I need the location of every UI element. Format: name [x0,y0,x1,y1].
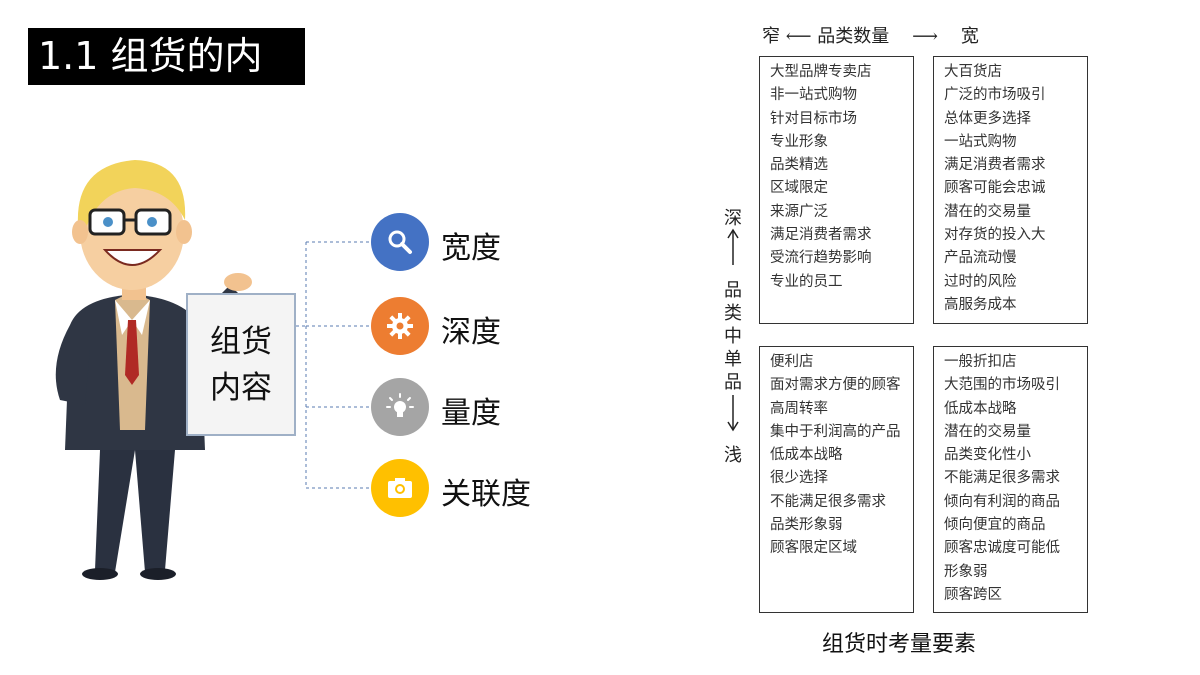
card-line-2: 内容 [210,369,272,406]
quadrant-item: 专业的员工 [770,273,843,290]
axis-item-char-0: 品 [724,280,742,301]
quadrant-item: 不能满足很多需求 [770,493,886,510]
depth-node-label: 深度 [441,315,501,350]
quadrant-item: 面对需求方便的顾客 [770,377,901,394]
quadrant-item: 一般折扣店 [944,354,1017,370]
axis-category-count-label: 品类数量 [817,26,890,47]
width-node-label: 宽度 [441,231,501,266]
quadrant-bottom-right: 一般折扣店大范围的市场吸引低成本战略潜在的交易量品类变化性小不能满足很多需求倾向… [933,346,1088,613]
quadrant-item: 不能满足很多需求 [944,470,1060,487]
page-title: 1.1 组货的内 [28,28,305,85]
quadrant-item: 对存货的投入大 [944,227,1046,244]
quadrant-item: 满足消费者需求 [944,157,1046,174]
quadrant-top-left: 大型品牌专卖店非一站式购物针对目标市场专业形象品类精选区域限定来源广泛满足消费者… [759,56,914,324]
quadrant-item: 品类精选 [770,157,828,174]
content-card: 组货 内容 [186,293,296,436]
quadrant-item: 非一站式购物 [770,87,857,104]
quadrant-item: 高周转率 [770,400,828,417]
quadrant-item: 潜在的交易量 [944,423,1031,440]
left-arrow-icon: ⟵ [785,26,812,47]
quadrant-item: 顾客限定区域 [770,540,857,557]
quadrant-top-right: 大百货店广泛的市场吸引总体更多选择一站式购物满足消费者需求顾客可能会忠诚潜在的交… [933,56,1088,324]
axis-item-char-1: 类 [724,303,742,324]
axis-deep-label: 深 [724,208,742,229]
quadrant-item: 高服务成本 [944,296,1017,313]
quadrant-item: 顾客跨区 [944,586,1002,603]
width-axis: 窄 ⟵ 品类数量 ⟶ 宽 [762,22,979,48]
axis-shallow-label: 浅 [724,445,742,466]
quadrant-item: 区域限定 [770,180,828,197]
quadrant-item: 针对目标市场 [770,110,857,127]
quadrant-item: 倾向有利润的商品 [944,493,1060,510]
quadrant-item: 品类变化性小 [944,447,1031,464]
quadrant-item: 大百货店 [944,64,1002,80]
quadrant-item: 满足消费者需求 [770,227,872,244]
quadrant-item: 总体更多选择 [944,110,1031,127]
quadrant-item: 潜在的交易量 [944,203,1031,220]
search-icon [388,230,412,254]
quadrant-item: 广泛的市场吸引 [944,87,1046,104]
axis-item-char-4: 品 [724,372,742,393]
quadrant-item: 大范围的市场吸引 [944,377,1060,394]
camera-icon [388,478,412,498]
quadrant-item: 低成本战略 [770,447,843,464]
quadrant-item: 过时的风险 [944,273,1017,290]
card-line-1: 组货 [210,323,272,360]
axis-item-char-3: 单 [724,349,742,370]
quadrant-item: 很少选择 [770,470,828,487]
quadrant-item: 形象弱 [944,563,988,580]
axis-item-char-2: 中 [724,326,742,347]
measure-node-circle [371,378,429,436]
depth-node-circle [371,297,429,355]
quadrant-item: 倾向便宜的商品 [944,517,1046,534]
gear-icon [387,313,413,339]
axis-narrow-label: 窄 [762,26,780,47]
quadrant-item: 一站式购物 [944,133,1017,150]
quadrant-bottom-left: 便利店面对需求方便的顾客高周转率集中于利润高的产品低成本战略很少选择不能满足很多… [759,346,914,613]
quadrant-item: 低成本战略 [944,400,1017,417]
width-node-circle [371,213,429,271]
right-arrow-icon: ⟶ [895,26,956,47]
measure-node-label: 量度 [441,396,501,431]
quadrant-item: 产品流动慢 [944,250,1017,267]
lightbulb-icon [386,393,414,417]
quadrant-item: 顾客忠诚度可能低 [944,540,1060,557]
quadrant-item: 专业形象 [770,133,828,150]
axis-wide-label: 宽 [960,26,979,47]
connector-lines [296,241,372,489]
quadrant-item: 品类形象弱 [770,517,843,534]
diagram-caption: 组货时考量要素 [822,632,977,657]
correlation-node-label: 关联度 [441,477,531,512]
correlation-node-circle [371,459,429,517]
quadrant-item: 顾客可能会忠诚 [944,180,1046,197]
quadrant-item: 大型品牌专卖店 [770,64,872,80]
quadrant-item: 便利店 [770,354,814,370]
quadrant-item: 集中于利润高的产品 [770,423,901,440]
quadrant-item: 受流行趋势影响 [770,250,872,267]
quadrant-item: 来源广泛 [770,203,828,220]
